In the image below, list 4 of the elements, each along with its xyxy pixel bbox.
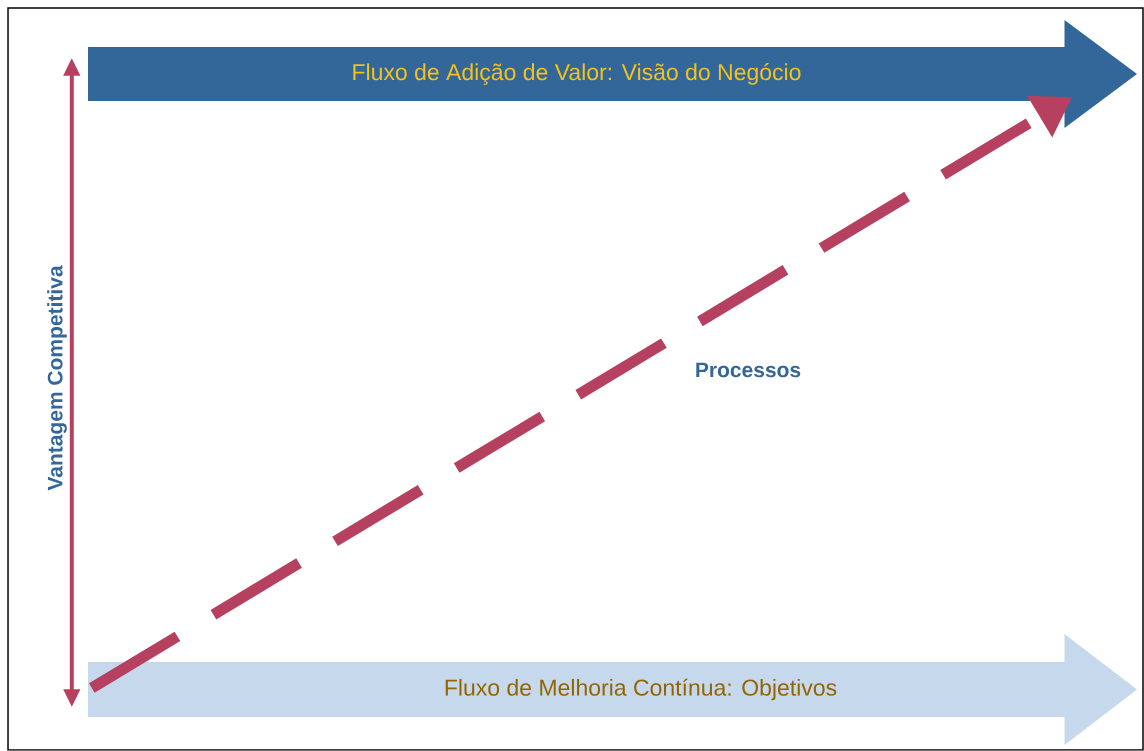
edge-label: Processos — [696, 362, 801, 378]
edge-label: Vantagem Competitiva — [47, 265, 67, 491]
arrow-band: Fluxo de Melhoria Contínua: Objetivos — [88, 634, 1137, 745]
arrow-band: Fluxo de Adição de Valor: Visão do Negócio — [88, 20, 1137, 128]
